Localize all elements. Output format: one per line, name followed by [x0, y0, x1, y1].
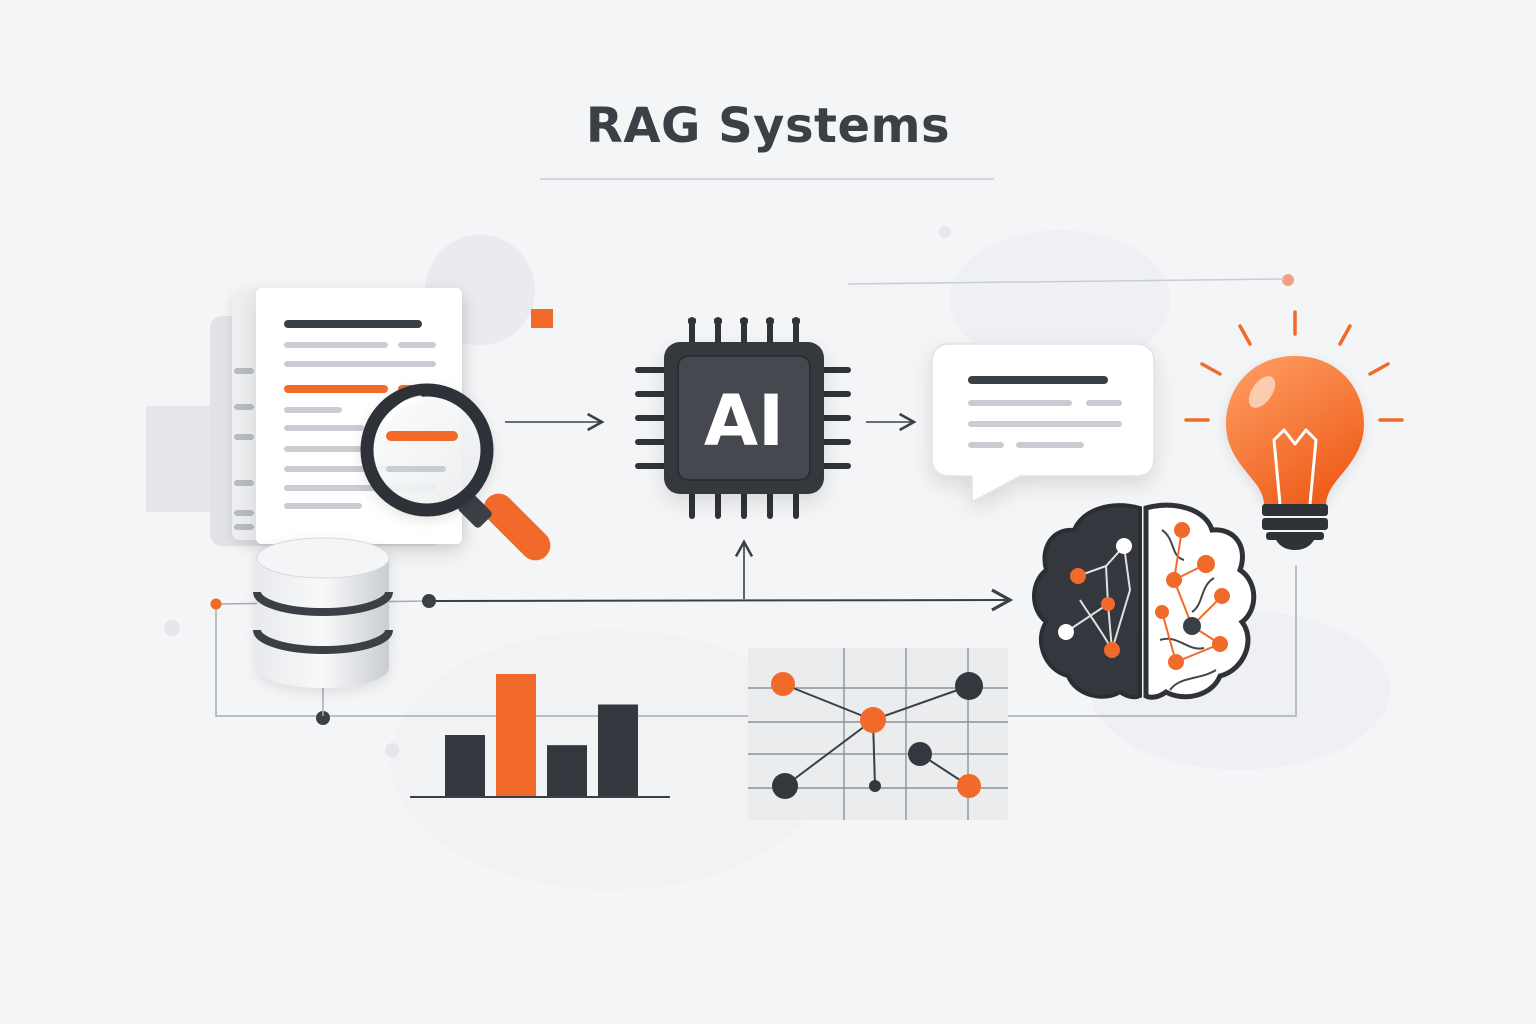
magnifier-icon	[360, 383, 551, 561]
bar-1	[445, 735, 485, 796]
brain-network-icon	[1032, 502, 1257, 700]
scatter-network-icon	[748, 648, 1008, 820]
speech-bubble-icon	[931, 343, 1155, 504]
database-icon	[253, 537, 393, 688]
bar-3	[547, 745, 587, 796]
bar-chart-icon	[410, 674, 670, 798]
lightbulb-icon	[1184, 310, 1404, 550]
ai-chip-label: AI	[703, 380, 785, 462]
bar-4	[598, 704, 638, 796]
ai-chip-icon	[635, 317, 851, 519]
bar-group	[445, 674, 638, 796]
diagram-title: RAG Systems	[585, 98, 951, 154]
bar-2	[496, 674, 536, 796]
